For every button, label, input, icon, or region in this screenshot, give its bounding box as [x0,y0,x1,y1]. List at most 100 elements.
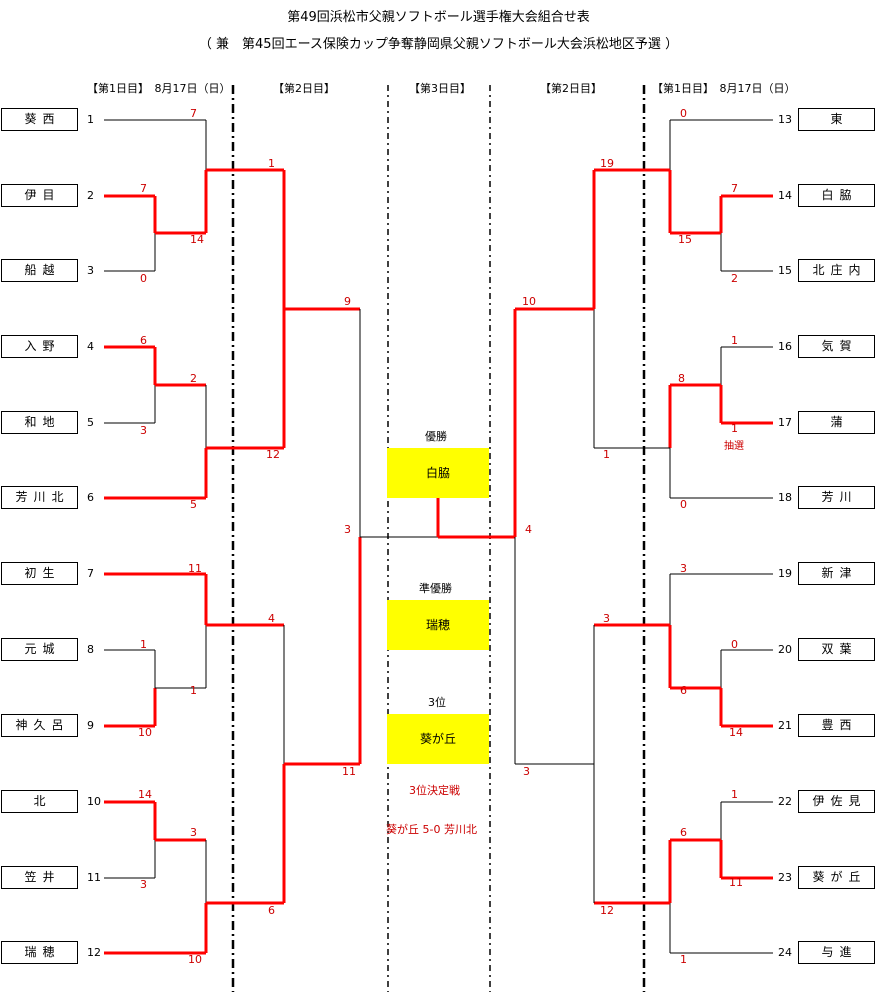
seed-number-17: 17 [778,416,792,429]
score-r_g1: 19 [600,157,614,170]
team-8: 元城 [1,638,78,661]
team-14: 白脇 [798,184,875,207]
seed-number-13: 13 [778,113,792,126]
score-l_6: 5 [190,498,197,511]
score-r_1415: 15 [678,233,692,246]
score-r_sf2: 3 [523,765,530,778]
third-match-result: 葵が丘 5-0 芳川北 [386,823,477,836]
seed-number-10: 10 [87,795,101,808]
team-4: 入野 [1,335,78,358]
seed-number-3: 3 [87,264,94,277]
score-r_18: 0 [680,498,687,511]
third-place-box: 葵が丘 [387,714,489,764]
score-l_10: 14 [138,788,152,801]
team-2: 伊目 [1,184,78,207]
seed-number-5: 5 [87,416,94,429]
score-l_d: 6 [268,904,275,917]
team-10: 北 [1,790,78,813]
seed-number-22: 22 [778,795,792,808]
score-r_2223: 6 [680,826,687,839]
seed-number-12: 12 [87,946,101,959]
runner-up-box: 瑞穂 [387,600,489,650]
seed-number-16: 16 [778,340,792,353]
champion-box: 白脇 [387,448,489,498]
third-match-label: 3位決定戦 [409,784,460,797]
score-l_sf1: 9 [344,295,351,308]
score-r_15: 2 [731,272,738,285]
page-title: 第49回浜松市父親ソフトボール選手権大会組合せ表 [287,10,590,25]
header-right-day2: 【第2日目】 [540,82,602,95]
score-l_12: 14 [190,233,204,246]
seed-number-21: 21 [778,719,792,732]
score-l_12t: 10 [188,953,202,966]
team-9: 神久呂 [1,714,78,737]
seed-number-18: 18 [778,491,792,504]
score-r_g4: 12 [600,904,614,917]
team-17: 蒲 [798,411,875,434]
team-23: 葵が丘 [798,866,875,889]
team-20: 双葉 [798,638,875,661]
page-subtitle: （ 兼 第45回エース保険カップ争奪静岡県父親ソフトボール大会浜松地区予選 ） [198,37,679,52]
score-l_c: 4 [268,612,275,625]
score-r_16: 1 [731,334,738,347]
score-l_final: 3 [344,523,351,536]
score-l_b: 12 [266,448,280,461]
header-right-day1: 【第1日目】 8月17日（日） [652,82,796,95]
runner-up-label: 準優勝 [419,582,452,595]
score-r_final: 4 [525,523,532,536]
seed-number-20: 20 [778,643,792,656]
score-l_45: 2 [190,372,197,385]
seed-number-6: 6 [87,491,94,504]
header-day3: 【第3日目】 [409,82,471,95]
team-1: 葵西 [1,108,78,131]
score-r_21: 14 [729,726,743,739]
score-l_11: 3 [140,878,147,891]
seed-number-9: 9 [87,719,94,732]
team-21: 豊西 [798,714,875,737]
team-24: 与進 [798,941,875,964]
seed-number-14: 14 [778,189,792,202]
header-left-day2: 【第2日目】 [273,82,335,95]
score-l_sf2: 11 [342,765,356,778]
score-r_19: 3 [680,562,687,575]
score-l_89: 1 [190,684,197,697]
score-r_g3: 3 [603,612,610,625]
team-18: 芳川 [798,486,875,509]
team-11: 笠井 [1,866,78,889]
seed-number-23: 23 [778,871,792,884]
team-5: 和地 [1,411,78,434]
score-r_20: 0 [731,638,738,651]
seed-number-2: 2 [87,189,94,202]
score-l_5: 3 [140,424,147,437]
champion-label: 優勝 [425,430,447,443]
team-6: 芳川北 [1,486,78,509]
score-r_g2: 1 [603,448,610,461]
seed-number-4: 4 [87,340,94,353]
seed-number-8: 8 [87,643,94,656]
score-l_9: 10 [138,726,152,739]
score-r_17: 1 [731,422,738,435]
seed-number-19: 19 [778,567,792,580]
team-3: 船越 [1,259,78,282]
team-16: 気賀 [798,335,875,358]
score-r_23: 11 [729,876,743,889]
score-l_8: 1 [140,638,147,651]
team-19: 新津 [798,562,875,585]
third-place-label: 3位 [428,696,446,709]
score-l_1: 7 [190,107,197,120]
score-r_13: 0 [680,107,687,120]
score-l_2: 7 [140,182,147,195]
score-r_14: 7 [731,182,738,195]
team-22: 伊佐見 [798,790,875,813]
team-13: 東 [798,108,875,131]
seed-number-1: 1 [87,113,94,126]
score-r_sf1: 10 [522,295,536,308]
score-r_22: 1 [731,788,738,801]
team-7: 初生 [1,562,78,585]
seed-number-15: 15 [778,264,792,277]
score-r_2021: 6 [680,684,687,697]
header-left-day1: 【第1日目】 8月17日（日） [87,82,231,95]
score-r_24: 1 [680,953,687,966]
seed-number-7: 7 [87,567,94,580]
